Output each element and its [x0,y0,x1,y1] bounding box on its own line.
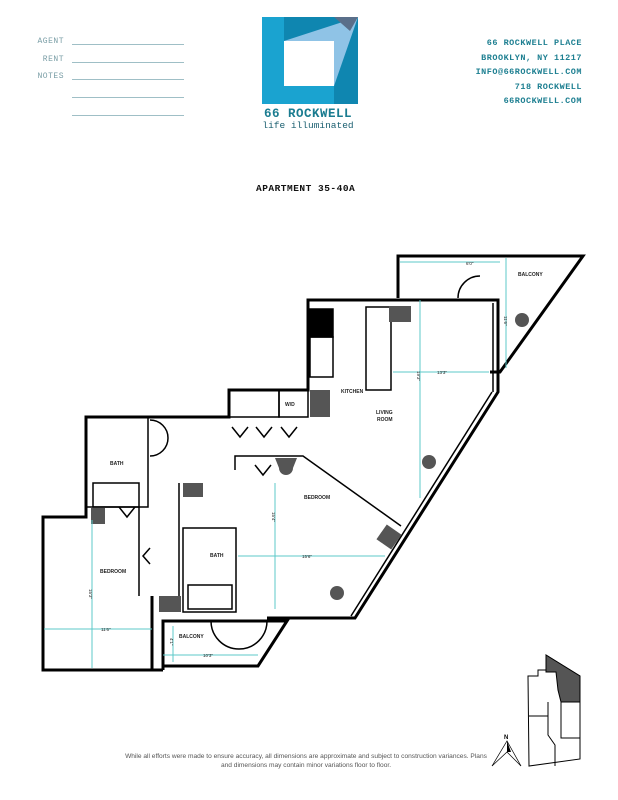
contact-phone: 718 ROCKWELL [514,81,582,92]
notes-line-3 [72,115,184,116]
contact-email[interactable]: INFO@66ROCKWELL.COM [475,67,582,77]
dim-balcony-top-depth: 11'6" [503,316,508,326]
notes-label: NOTES [37,72,64,81]
notes-line-2 [72,97,184,98]
label-bath-mid: BATH [210,553,224,559]
column [159,596,181,612]
compass-north-label: N [504,735,508,741]
label-balcony-top: BALCONY [518,272,543,278]
key-plan [527,654,581,767]
brand-name: 66 ROCKWELL [263,107,352,121]
columns [91,306,529,612]
dim-bedroom-left-width: 11'6" [101,627,111,632]
column [275,458,297,475]
logo-icon [262,17,358,104]
compass-icon: N [491,735,522,767]
agent-label: AGENT [37,37,64,46]
brand-tagline: life illuminated [262,120,354,131]
column [330,586,344,600]
contact-block: 66 ROCKWELL PLACE BROOKLYN, NY 11217 INF… [476,36,582,109]
agent-line [72,44,184,45]
address-line-2: BROOKLYN, NY 11217 [481,52,582,63]
brand-block: 66 ROCKWELL life illuminated [256,107,360,131]
disclaimer: While all efforts were made to ensure ac… [125,753,487,769]
address-line-1: 66 ROCKWELL PLACE [486,38,582,48]
rent-field-label: RENT [30,55,64,64]
notes-line-1 [72,79,184,80]
column [376,524,402,550]
label-bath-top: BATH [110,461,124,467]
column [183,483,203,497]
dim-balcony-top-width: 6'0" [466,261,474,266]
rent-label: RENT [42,55,64,64]
column [422,455,436,469]
label-kitchen: KITCHEN [341,389,364,395]
dimension-labels: 6'0" 11'6" 13'3" 19'3" 15'6" 15'4" 15'3"… [88,261,508,658]
column [310,390,330,417]
room-labels: KITCHEN LIVING ROOM BEDROOM BEDROOM BATH… [100,272,543,640]
label-balcony-bottom: BALCONY [179,634,204,640]
column [515,313,529,327]
dim-bedroom-left-length: 15'3" [88,589,93,599]
apartment-title: APARTMENT 35-40A [256,183,356,194]
label-bedroom-main: BEDROOM [304,495,330,501]
dim-bedroom-main-length: 15'4" [271,512,276,522]
rent-line [72,62,184,63]
dimension-lines [44,258,507,668]
label-living: LIVING [376,410,393,416]
interior-walls [85,275,494,650]
dim-living-length: 19'3" [416,371,421,381]
column [389,306,411,322]
dim-bedroom-main-width: 15'6" [302,554,312,559]
agent-field-label: AGENT [30,37,64,46]
dim-balcony-bottom-width: 10'3" [203,653,213,658]
label-wd: W/D [285,402,295,408]
column [91,508,105,524]
notes-field-label: NOTES [30,72,64,81]
contact-website[interactable]: 66ROCKWELL.COM [503,96,582,106]
label-room: ROOM [377,417,393,423]
dim-balcony-bottom-depth: 4'1" [169,638,174,646]
dim-living-width: 13'3" [437,370,447,375]
label-bedroom-left: BEDROOM [100,569,126,575]
